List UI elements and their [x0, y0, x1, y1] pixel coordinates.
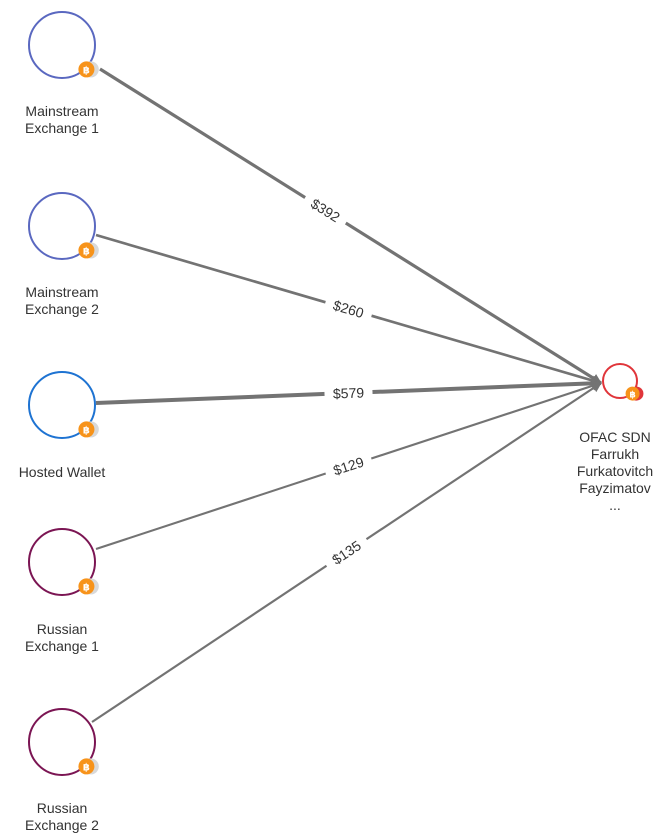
node-label-russian-exchange-1: Russian Exchange 1 [0, 621, 132, 655]
node-label-line: Fayzimatov [579, 480, 651, 496]
node-label-line: Russian [36, 800, 88, 816]
node-label-line: Russian [36, 621, 88, 637]
node-ring[interactable] [28, 192, 96, 260]
node-label-line: Farrukh [590, 446, 640, 462]
node-ring[interactable] [28, 371, 96, 439]
bitcoin-symbol: ฿ [83, 246, 90, 257]
node-label-line: Exchange 2 [25, 301, 99, 317]
node-label-line: Exchange 2 [25, 817, 99, 833]
edge-label-background [322, 448, 375, 484]
node-ring[interactable] [28, 528, 96, 596]
node-label-russian-exchange-2: Russian Exchange 2 [0, 800, 132, 834]
node-label-mainstream-exchange-2: Mainstream Exchange 2 [0, 284, 132, 318]
edge-label-background [322, 291, 375, 327]
node-label-mainstream-exchange-1: Mainstream Exchange 1 [0, 103, 132, 137]
node-ring[interactable] [28, 708, 96, 776]
node-label-line: Furkatovitch [576, 463, 654, 479]
node-label-line: Mainstream [25, 103, 99, 119]
bitcoin-icon [78, 61, 95, 78]
bitcoin-icon [78, 578, 95, 595]
bitcoin-icon [78, 242, 95, 259]
bitcoin-icon [78, 421, 95, 438]
bitcoin-icon [625, 386, 640, 401]
bitcoin-symbol: ฿ [83, 425, 90, 436]
node-label-line: Exchange 1 [25, 120, 99, 136]
node-label-line: OFAC SDN [579, 429, 651, 445]
edge-amount-label: $579 [333, 384, 365, 401]
node-label-line: Mainstream [25, 284, 99, 300]
russian-exchange-2-node[interactable]: ฿ [28, 708, 99, 776]
edge-label-background [299, 188, 352, 233]
edge-label-background [324, 381, 373, 405]
mainstream-exchange-1-node[interactable]: ฿ [28, 11, 99, 79]
bitcoin-symbol: ฿ [629, 391, 635, 401]
russian-exchange-1-node[interactable]: ฿ [28, 528, 99, 596]
node-label-line: Exchange 1 [25, 638, 99, 654]
mainstream-exchange-2-node[interactable]: ฿ [28, 192, 99, 260]
bitcoin-symbol: ฿ [83, 762, 90, 773]
node-ring[interactable] [28, 11, 96, 79]
node-label-ofac-sdn: OFAC SDN Farrukh Furkatovitch Fayzimatov… [560, 429, 668, 514]
bitcoin-symbol: ฿ [83, 65, 90, 76]
node-label-hosted-wallet: Hosted Wallet [0, 464, 132, 481]
node-label-line: ... [609, 497, 621, 513]
ofac-sdn-node[interactable]: ฿ [602, 363, 644, 401]
bitcoin-icon [78, 758, 95, 775]
node-label-line: Hosted Wallet [18, 464, 106, 480]
hosted-wallet-node[interactable]: ฿ [28, 371, 99, 439]
bitcoin-symbol: ฿ [83, 582, 90, 593]
edge-mainstream-1-to-ofac[interactable] [99, 67, 602, 385]
edge-label-background [320, 530, 373, 575]
